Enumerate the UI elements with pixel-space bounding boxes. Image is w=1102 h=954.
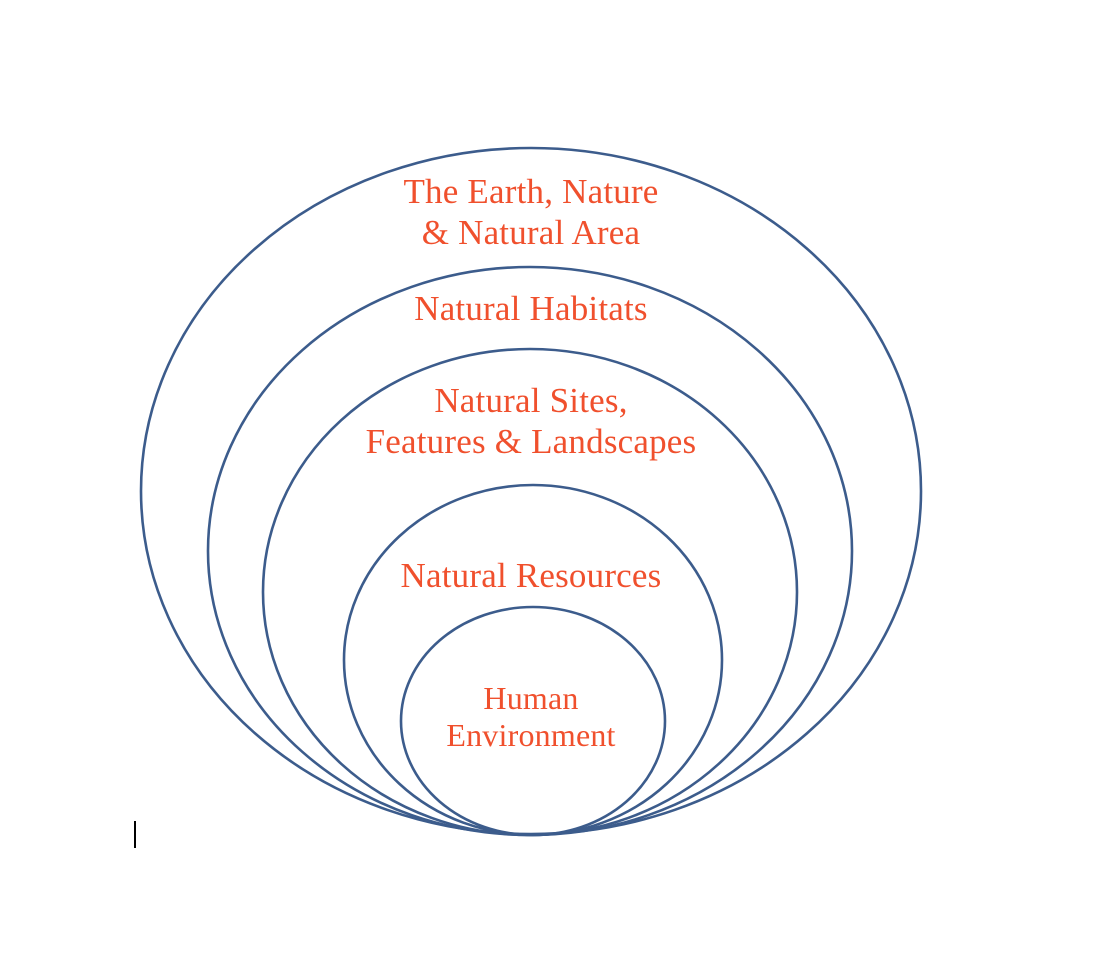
ring-label-human-environment: Human Environment [446,680,616,754]
ring-human-environment [399,605,667,837]
ring-label-natural-habitats: Natural Habitats [414,289,648,328]
ring-natural-resources [342,483,724,837]
ring-label-natural-resources: Natural Resources [400,556,662,595]
ring-label-earth-nature: The Earth, Nature & Natural Area [403,172,659,252]
ring-label-natural-sites: Natural Sites, Features & Landscapes [365,381,697,461]
text-cursor-caret[interactable] [134,821,136,848]
